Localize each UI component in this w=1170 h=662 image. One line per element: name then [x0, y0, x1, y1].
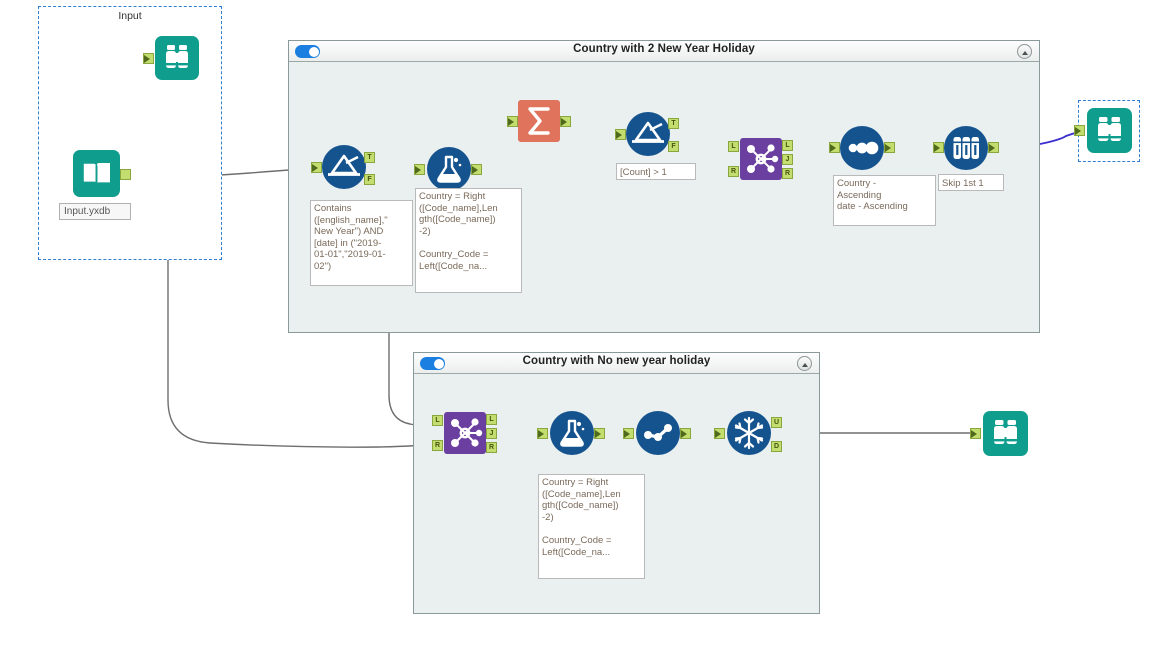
- input-output-port[interactable]: [120, 169, 131, 180]
- join-nodes-icon: [444, 412, 486, 454]
- test-tubes-icon: [944, 126, 988, 170]
- three-dots-icon: [840, 126, 884, 170]
- filter2-input-port[interactable]: [615, 129, 626, 140]
- sort-output-port[interactable]: [884, 142, 895, 153]
- container-toggle[interactable]: [295, 45, 320, 58]
- filter2-false-port[interactable]: F: [668, 141, 679, 152]
- join-left-input-port[interactable]: L: [432, 415, 443, 426]
- join-tool[interactable]: L R L J R: [432, 412, 497, 454]
- container-title: Country with No new year holiday: [522, 355, 711, 367]
- filter-true-port[interactable]: T: [364, 152, 375, 163]
- browse-input-port[interactable]: [970, 428, 981, 439]
- unique-tool[interactable]: U D: [714, 411, 782, 455]
- container-header[interactable]: Country with No new year holiday: [414, 353, 819, 374]
- formula-input-port[interactable]: [537, 428, 548, 439]
- unique-input-port[interactable]: [714, 428, 725, 439]
- book-icon: [73, 150, 120, 197]
- filter-input-port[interactable]: [311, 162, 322, 173]
- filter-funnel-icon: [626, 112, 670, 156]
- chevron-up-icon[interactable]: [797, 356, 812, 371]
- select-input-port[interactable]: [623, 428, 634, 439]
- formula-tool[interactable]: [414, 147, 482, 191]
- browse-tool[interactable]: [143, 36, 199, 80]
- sample-output-port[interactable]: [988, 142, 999, 153]
- join-right-output-port[interactable]: R: [782, 168, 793, 179]
- binoculars-icon: [983, 411, 1028, 456]
- binoculars-icon: [1087, 108, 1132, 153]
- input-container-title: Input: [118, 10, 142, 22]
- formula-input-port[interactable]: [414, 164, 425, 175]
- join-right-output-port[interactable]: R: [486, 442, 497, 453]
- formula-output-port[interactable]: [471, 164, 482, 175]
- filter-annotation: Contains ([english_name]," New Year") AN…: [310, 200, 413, 286]
- formula-annotation: Country = Right ([Code_name],Len gth([Co…: [415, 188, 522, 293]
- snowflake-icon: [727, 411, 771, 455]
- filter-funnel-icon: [322, 145, 366, 189]
- sample-tool[interactable]: [933, 126, 999, 170]
- sort-input-port[interactable]: [829, 142, 840, 153]
- browse-tool-top-right[interactable]: [1074, 108, 1132, 153]
- sort-annotation: Country - Ascending date - Ascending: [833, 175, 936, 226]
- input-file-label: Input.yxdb: [59, 203, 131, 220]
- check-dots-icon: [636, 411, 680, 455]
- select-output-port[interactable]: [680, 428, 691, 439]
- unique-unique-output-port[interactable]: U: [771, 417, 782, 428]
- join-join-output-port[interactable]: J: [782, 154, 793, 165]
- formula-tool[interactable]: [537, 411, 605, 455]
- filter-false-port[interactable]: F: [364, 174, 375, 185]
- summarize-output-port[interactable]: [560, 116, 571, 127]
- join-right-input-port[interactable]: R: [432, 440, 443, 451]
- browse-tool-bottom-right[interactable]: [970, 411, 1028, 456]
- join-left-output-port[interactable]: L: [782, 140, 793, 151]
- container-header[interactable]: Country with 2 New Year Holiday: [289, 41, 1039, 62]
- browse-input-port[interactable]: [1074, 125, 1085, 136]
- summarize-input-port[interactable]: [507, 116, 518, 127]
- select-tool[interactable]: [623, 411, 691, 455]
- join-nodes-icon: [740, 138, 782, 180]
- filter2-true-port[interactable]: T: [668, 118, 679, 129]
- sample-annotation: Skip 1st 1: [938, 174, 1004, 191]
- formula-annotation: Country = Right ([Code_name],Len gth([Co…: [538, 474, 645, 579]
- filter-tool-2[interactable]: T F: [615, 112, 679, 156]
- input-data-tool[interactable]: [73, 150, 131, 197]
- chevron-up-icon[interactable]: [1017, 44, 1032, 59]
- join-left-output-port[interactable]: L: [486, 414, 497, 425]
- sample-input-port[interactable]: [933, 142, 944, 153]
- sort-tool[interactable]: [829, 126, 895, 170]
- container-toggle[interactable]: [420, 357, 445, 370]
- sigma-icon: [518, 100, 560, 142]
- filter2-annotation: [Count] > 1: [616, 163, 696, 180]
- container-2-new-year[interactable]: Country with 2 New Year Holiday: [288, 40, 1040, 333]
- summarize-tool[interactable]: [507, 100, 571, 142]
- binoculars-icon: [155, 36, 199, 80]
- flask-icon: [427, 147, 471, 191]
- formula-output-port[interactable]: [594, 428, 605, 439]
- join-join-output-port[interactable]: J: [486, 428, 497, 439]
- flask-icon: [550, 411, 594, 455]
- filter-tool[interactable]: T F: [311, 145, 375, 189]
- join-right-input-port[interactable]: R: [728, 166, 739, 177]
- join-tool[interactable]: L R L J R: [728, 138, 793, 180]
- browse-input-port[interactable]: [143, 53, 154, 64]
- unique-duplicate-output-port[interactable]: D: [771, 441, 782, 452]
- join-left-input-port[interactable]: L: [728, 141, 739, 152]
- container-title: Country with 2 New Year Holiday: [573, 43, 755, 55]
